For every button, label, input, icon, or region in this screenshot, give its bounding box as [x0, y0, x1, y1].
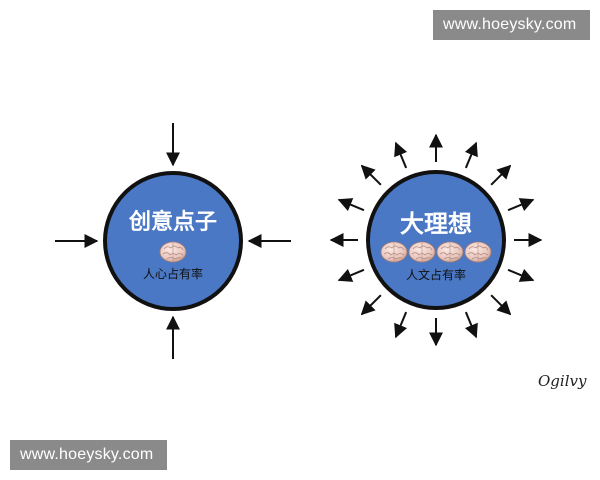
outward-arrow	[464, 141, 478, 169]
right-circle-subtitle: 人文占有率	[405, 268, 466, 282]
brain-icon	[408, 241, 436, 263]
left-circle-title: 创意点子	[128, 210, 217, 235]
outward-arrow	[490, 164, 512, 186]
brain-icon	[464, 241, 492, 263]
outward-arrow	[337, 268, 365, 282]
outward-arrow	[464, 311, 478, 339]
right-circle	[366, 170, 506, 310]
ogilvy-signature: Ogilvy	[538, 372, 587, 390]
outward-arrow	[360, 164, 382, 186]
watermark-top: www.hoeysky.com	[433, 10, 590, 40]
outward-arrow	[337, 198, 365, 212]
left-circle-subtitle: 人心占有率	[142, 267, 203, 281]
brain-icon	[380, 241, 408, 263]
left-arrows-group	[55, 123, 291, 359]
outward-arrow	[507, 268, 535, 282]
outward-arrow	[394, 141, 408, 169]
right-circle-title: 大理想	[400, 210, 472, 238]
outward-arrow	[394, 311, 408, 339]
brain-icon	[159, 241, 187, 263]
outward-arrow	[507, 198, 535, 212]
watermark-bottom: www.hoeysky.com	[10, 440, 167, 470]
left-brains-group	[159, 241, 187, 263]
outward-arrow	[490, 294, 512, 316]
right-arrows-group	[329, 133, 543, 347]
brain-icon	[436, 241, 464, 263]
left-circle	[103, 171, 243, 311]
outward-arrow	[360, 294, 382, 316]
